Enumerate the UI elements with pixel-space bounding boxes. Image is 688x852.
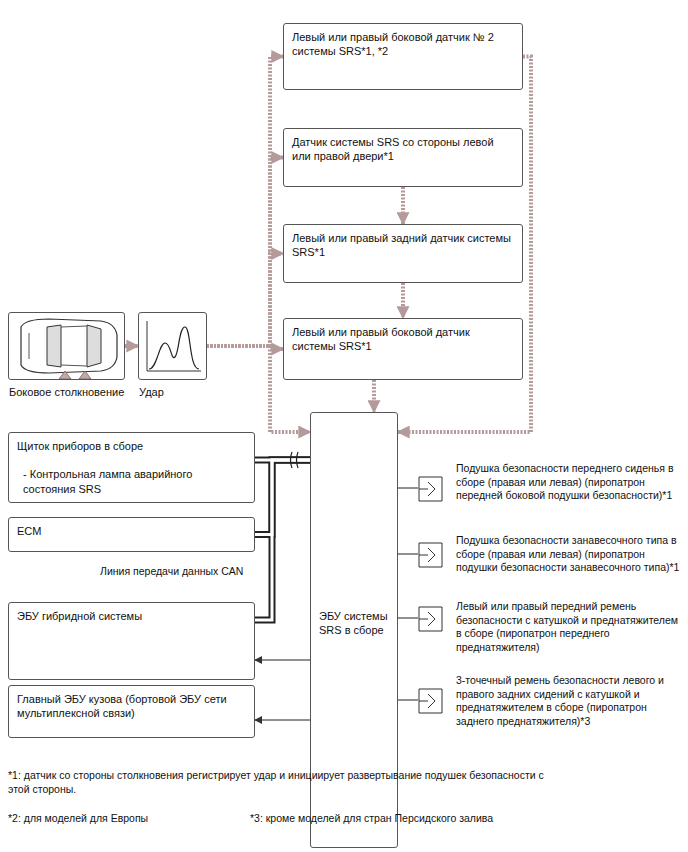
wire (398, 488, 418, 489)
can-core-group (255, 460, 310, 620)
car-illustration (9, 313, 124, 379)
node-title: ЭБУ системы SRS в сборе (319, 609, 389, 638)
component-box: Главный ЭБУ кузова (бортовой ЭБУ сети му… (8, 685, 255, 738)
can-bus (255, 460, 310, 620)
node-title: Щиток приборов в сборе (17, 439, 246, 453)
component-box: Левый или правый задний датчик системы S… (283, 224, 523, 283)
footnote: *3: кроме моделей для стран Персидского … (250, 811, 550, 825)
squib-connector (418, 606, 444, 632)
picture-box: Удар (138, 312, 207, 380)
car-lines (29, 326, 87, 366)
signal-line (401, 187, 405, 224)
wire (255, 720, 310, 721)
component-box: Левый или правый боковой датчик системы … (283, 318, 523, 380)
bus-break-mark (291, 452, 299, 468)
node-title: Левый или правый боковой датчик № 2 сист… (292, 30, 514, 59)
node-title: ECM (17, 524, 246, 538)
node-title: 3-точечный ремень безопасности левого и … (456, 674, 682, 729)
can-bus (255, 460, 310, 535)
bus-label: Линия передачи данных CAN (100, 564, 260, 578)
component-box: Щиток приборов в сборе - Контрольная ламп… (8, 432, 255, 503)
component-box: Датчик системы SRS со стороны левой или … (283, 128, 523, 187)
can-bus-core (255, 460, 310, 535)
node-title: ЭБУ гибридной системы (17, 609, 246, 623)
component-box: Левый или правый боковой датчик № 2 сист… (283, 23, 523, 90)
node-title: Левый или правый боковой датчик системы … (292, 325, 514, 354)
component-box: ЭБУ гибридной системы (8, 602, 255, 680)
ecu-box: ЭБУ системы SRS в сборе (310, 412, 398, 848)
wire (398, 618, 418, 619)
signal-line (125, 344, 138, 348)
node-title: Подушка безопасности занавесочного типа … (456, 534, 682, 575)
node-title: Боковое столкновение (9, 385, 129, 399)
signal-line (207, 158, 283, 347)
node-title: Левый или правый задний датчик системы S… (292, 231, 514, 260)
squib-item: Подушка безопасности переднего сиденья в… (418, 462, 682, 518)
signal-line (372, 380, 376, 412)
squib-connector (418, 688, 444, 714)
footnote: *1: датчик со стороны столкновения регис… (8, 768, 548, 796)
squib-item: Левый или правый передний ремень безопас… (418, 600, 682, 656)
impact-arrows (59, 371, 91, 379)
squib-connector (418, 542, 444, 568)
graph-axes (147, 321, 201, 371)
impact-graph (139, 313, 206, 379)
picture-box: Боковое столкновение (8, 312, 125, 380)
can-bus-core (255, 460, 310, 620)
squib-item: Подушка безопасности занавесочного типа … (418, 534, 682, 590)
component-box: ECM (8, 517, 255, 552)
car-body (21, 319, 117, 373)
node-title: Главный ЭБУ кузова (бортовой ЭБУ сети му… (17, 692, 246, 721)
signal-line (401, 283, 405, 318)
node-detail: - Контрольная лампа аварийного состояния… (17, 467, 246, 496)
wire (398, 554, 418, 555)
signal-line (207, 57, 283, 347)
car-windows (47, 325, 101, 367)
footnote: *2: для моделей для Европы (8, 811, 238, 825)
wire (398, 700, 418, 701)
squib-item: 3-точечный ремень безопасности левого и … (418, 674, 682, 738)
node-title: Удар (139, 385, 199, 399)
squib-connector (418, 476, 444, 502)
signal-line (207, 254, 283, 347)
node-title: Левый или правый передний ремень безопас… (456, 600, 682, 655)
wire (255, 660, 310, 661)
node-title: Подушка безопасности переднего сиденья в… (456, 462, 682, 503)
graph-curve (149, 327, 199, 369)
node-title: Датчик системы SRS со стороны левой или … (292, 135, 514, 164)
